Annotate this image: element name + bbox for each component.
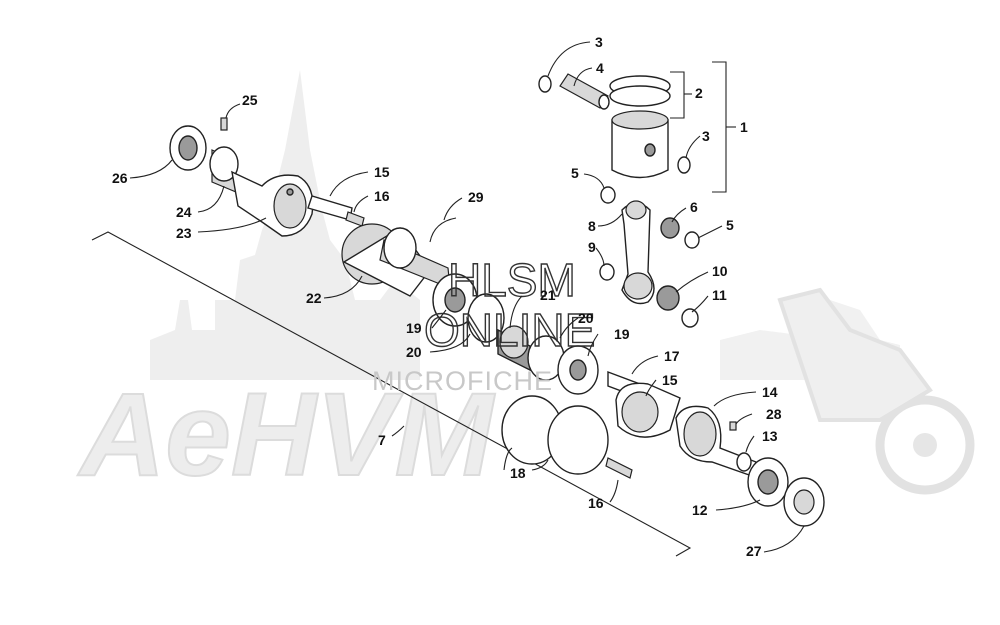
piston-bracket (670, 61, 736, 193)
leader-lines (129, 41, 805, 553)
crank-pin-hole-left (286, 188, 294, 196)
callout-5-right: 5 (726, 217, 734, 233)
piston (611, 119, 669, 179)
piston-crown (611, 110, 669, 130)
callout-18: 18 (510, 465, 526, 481)
crank-web-left (273, 183, 307, 229)
screw-right (605, 457, 633, 479)
left-crank-group (169, 117, 365, 237)
callout-5-left: 5 (571, 165, 579, 181)
seal-ring-18b (547, 405, 609, 475)
callout-13: 13 (762, 428, 778, 444)
watermark-line3: MICROFICHE (372, 366, 553, 396)
callout-1: 1 (740, 119, 748, 135)
motorcycle-hub (913, 433, 937, 457)
callout-8: 8 (588, 218, 596, 234)
wrist-pin-end (598, 94, 610, 110)
watermark-line1: HLSM (448, 254, 576, 306)
callout-7: 7 (378, 432, 386, 448)
watermark-line2: ONLINE (424, 304, 595, 356)
crank-pin-left (307, 195, 353, 221)
seal-20-left (467, 293, 505, 343)
callout-6: 6 (690, 199, 698, 215)
callout-23: 23 (176, 225, 192, 241)
callout-9: 9 (588, 239, 596, 255)
callout-26: 26 (112, 170, 128, 186)
crank-housing-left (341, 223, 451, 297)
piston-pin-boss (644, 143, 656, 157)
conrod-small-end (625, 200, 647, 220)
motorcycle-frame (777, 287, 933, 422)
callout-labels: 1 2 3 3 4 5 5 6 7 8 9 10 11 12 13 14 15 … (112, 34, 782, 559)
callout-15-right: 15 (662, 372, 678, 388)
bearing-19-left-bore (444, 287, 466, 313)
connecting-rod-group (599, 186, 700, 328)
main-bearing-right-bore (757, 469, 779, 495)
callout-12: 12 (692, 502, 708, 518)
oil-seal-right-bore (793, 489, 815, 515)
center-bearing-group (432, 273, 599, 395)
callout-21: 21 (540, 287, 556, 303)
counterweight-right-face (621, 391, 659, 433)
thrust-washer-upper-left (600, 186, 616, 204)
thrust-washer-lower-left (599, 263, 615, 281)
watermark-brand: AeHVM (77, 369, 496, 501)
crankshaft-assembly-frame (91, 231, 692, 557)
callout-22: 22 (306, 290, 322, 306)
main-bearing-left-face (209, 146, 239, 182)
piston-group (538, 73, 691, 179)
oil-seal-left-bore (178, 135, 198, 161)
right-crank-group (605, 370, 825, 527)
callout-24: 24 (176, 204, 192, 220)
needle-bearing-21-face (499, 325, 529, 359)
callout-14: 14 (762, 384, 778, 400)
screw-left (345, 211, 365, 227)
needle-bearing-small (660, 217, 680, 239)
conrod-big-end (623, 272, 653, 300)
retaining-clip (429, 217, 457, 243)
piston-ring-bottom (609, 85, 671, 107)
dowel-pin (220, 117, 228, 131)
callout-3-top: 3 (595, 34, 603, 50)
watermark-background: AeHVM (76, 70, 975, 502)
callout-17: 17 (664, 348, 680, 364)
callout-25: 25 (242, 92, 258, 108)
thrust-washer-upper-right (684, 231, 700, 249)
callout-27: 27 (746, 543, 762, 559)
needle-bearing-large (656, 285, 680, 311)
seal-rings (501, 395, 609, 475)
circlip-13 (736, 452, 752, 472)
thrust-washer-lower-right (681, 308, 699, 328)
callout-20-left: 20 (406, 344, 422, 360)
callout-3-right: 3 (702, 128, 710, 144)
motorcycle-wheel (875, 395, 975, 495)
bearing-19-right-bore (569, 359, 587, 381)
callout-15-top: 15 (374, 164, 390, 180)
callout-16-bottom: 16 (588, 495, 604, 511)
callout-29: 29 (468, 189, 484, 205)
callout-11: 11 (712, 287, 727, 303)
callout-10: 10 (712, 263, 728, 279)
callout-28: 28 (766, 406, 782, 422)
callout-2: 2 (695, 85, 703, 101)
callout-19-right: 19 (614, 326, 630, 342)
callout-16-top: 16 (374, 188, 390, 204)
wrist-pin (559, 73, 609, 109)
callout-19-left: 19 (406, 320, 422, 336)
woodruff-key (729, 421, 737, 431)
callout-4: 4 (596, 60, 604, 76)
circlip-right (677, 156, 691, 174)
circlip-left (538, 75, 552, 93)
crank-web-right (683, 411, 717, 457)
callout-20-right: 20 (578, 310, 594, 326)
